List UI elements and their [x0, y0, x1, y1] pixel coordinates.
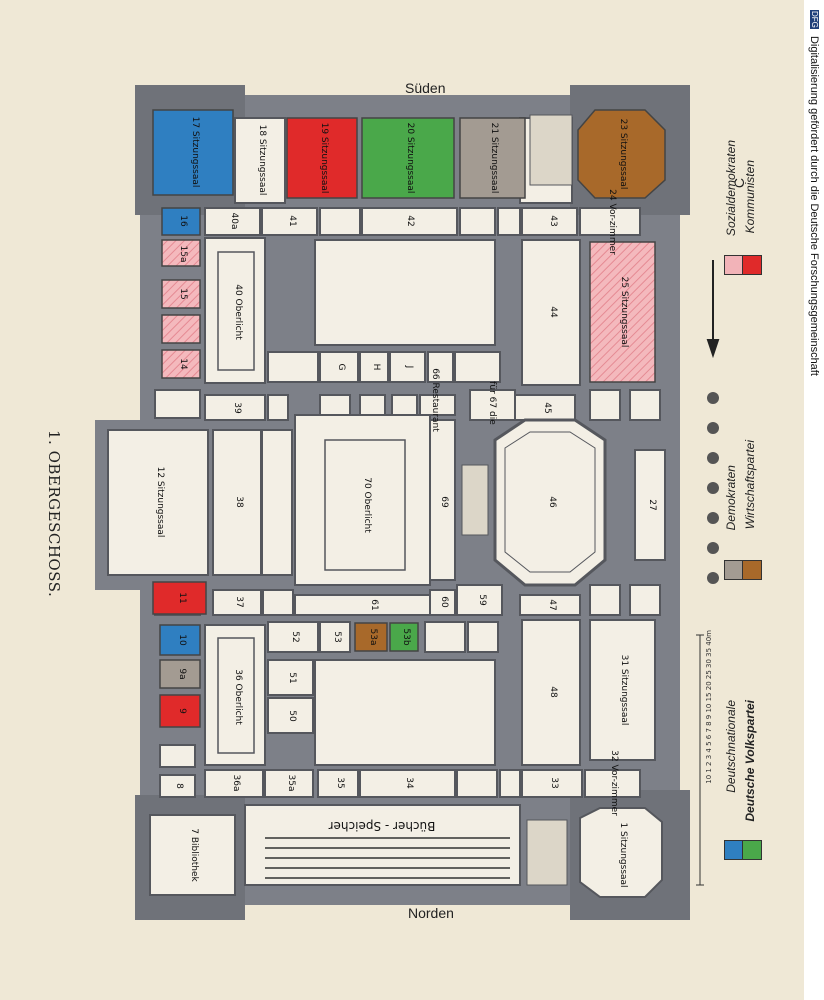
legend-swatch-demokraten	[724, 560, 744, 580]
room-46-label: 46	[547, 496, 557, 508]
compass-north: Norden	[408, 905, 454, 921]
staircases	[461, 114, 573, 886]
legend-swatch-deutschnationale	[724, 840, 744, 860]
legend-swatch-kommunisten	[742, 255, 762, 275]
room-35-label: 35	[335, 777, 345, 788]
room-18-label: 18 Sitzungssaal	[257, 125, 267, 196]
digitization-strip: DFG Digitalisierung gefördert durch die …	[804, 0, 824, 1000]
legend-label-sozialdemokraten: Sozialdemokraten	[724, 140, 738, 237]
room-G-label: G	[336, 364, 346, 371]
scale-bar	[696, 634, 704, 886]
room-39-label: 39	[232, 402, 242, 414]
room-11-label: 11	[177, 592, 187, 603]
room-35a-label: 35a	[286, 775, 296, 792]
digitization-note-container: DFG Digitalisierung gefördert durch die …	[808, 10, 820, 376]
room-53a-label: 53a	[368, 629, 378, 646]
legend-label-kommunisten: Kommunisten	[743, 160, 757, 234]
room-10-label: 10	[177, 634, 187, 646]
room-1-label: 1 Sitzungssaal	[618, 822, 628, 887]
room-36-label: 36 Oberlicht	[233, 669, 243, 725]
room-16-label: 16	[178, 215, 188, 227]
room-59-label: 59	[477, 594, 487, 606]
room-51-label: 51	[287, 672, 297, 683]
room-48-label: 48	[548, 686, 558, 698]
room-70-label: 70 Oberlicht	[362, 477, 372, 533]
room-66-label: 66 Restaurant	[430, 368, 440, 432]
room-69-label: 69	[439, 496, 449, 508]
room-17-label: 17 Sitzungssaal	[190, 117, 200, 188]
floor-plan: 17 Sitzungssaal 18 Sitzungssaal 19 Sitzu…	[95, 85, 720, 920]
compass-south: Süden	[405, 80, 446, 96]
legend-label-deutsche-volkspartei: Deutsche Volkspartei	[743, 700, 757, 822]
room-53b-label: 53b	[401, 628, 411, 645]
scale-label: 10 1 2 3 4 5 6 7 8 9 10 15 20 25 30 35 4…	[705, 630, 713, 784]
room-41-label: 41	[287, 215, 297, 226]
room-12-label: 12 Sitzungssaal	[155, 467, 165, 538]
room-25-label: 25 Sitzungssaal	[619, 277, 629, 348]
room-24-label: 24 Vor-zimmer	[607, 189, 617, 255]
room-43-label: 43	[548, 215, 558, 226]
room-45-label: 45	[542, 402, 552, 413]
room-9a-label: 9a	[177, 668, 187, 679]
book-stacks	[265, 837, 510, 879]
plan-title: 1. OBERGESCHOSS.	[45, 430, 63, 598]
room-15-label: 15	[178, 288, 188, 299]
room-H-label: H	[371, 364, 381, 371]
room-14-label: 14	[178, 358, 188, 370]
buecher-speicher-label: Bücher - Speicher	[329, 819, 436, 833]
room-19-label: 19 Sitzungssaal	[319, 123, 329, 194]
legend-swatch-deutsche-volkspartei	[742, 840, 762, 860]
legend-label-deutschnationale: Deutschnationale	[724, 700, 738, 793]
room-47-label: 47	[547, 599, 557, 610]
room-38-label: 38	[234, 496, 244, 508]
room-9-label: 9	[177, 708, 187, 714]
room-52-label: 52	[290, 631, 300, 642]
room-60-label: 60	[439, 596, 449, 608]
room-44-label: 44	[548, 306, 558, 318]
octagon-hall-46-inner	[504, 431, 596, 573]
room-27-label: 27	[647, 499, 657, 510]
room-40-label: 40 Oberlicht	[233, 284, 243, 340]
room-67-label: für 67 die	[487, 381, 497, 425]
legend-label-wirtschaftspartei: Wirtschaftspartei	[743, 440, 757, 530]
room-8-label: 8	[174, 783, 184, 789]
room-15a-label: 15a	[178, 246, 188, 263]
skylights	[217, 251, 406, 754]
party-rooms	[152, 109, 666, 728]
room-33-label: 33	[549, 777, 559, 788]
room-labels: 17 Sitzungssaal 18 Sitzungssaal 19 Sitzu…	[155, 117, 657, 888]
room-53-label: 53	[332, 631, 342, 642]
room-40a-label: 40a	[229, 213, 239, 230]
legend-swatch-wirtschaftspartei	[742, 560, 762, 580]
room-J-label: J	[404, 365, 414, 369]
room-36a-label: 36a	[231, 775, 241, 792]
room-37-label: 37	[234, 596, 244, 607]
direction-arrow	[706, 260, 720, 359]
room-42-label: 42	[405, 215, 415, 226]
octagon-hall-46	[493, 418, 607, 587]
room-61-label: 61	[369, 599, 379, 610]
legend-swatch-sozialdemokraten	[724, 255, 744, 275]
room-21-label: 21 Sitzungssaal	[489, 123, 499, 194]
legend-label-demokraten: Demokraten	[724, 465, 738, 531]
room-34-label: 34	[404, 777, 414, 789]
room-20-label: 20 Sitzungssaal	[405, 123, 415, 194]
room-23-label: 23 Sitzungssaal	[618, 119, 628, 190]
dfg-logo: DFG	[810, 10, 819, 29]
room-31-label: 31 Sitzungssaal	[619, 655, 629, 726]
room-32-label: 32 Vor-zimmer	[609, 750, 619, 816]
room-7-label: 7 Bibliothek	[189, 828, 199, 882]
octagon-room-1	[579, 807, 663, 898]
room-50-label: 50	[287, 710, 297, 722]
digitization-note: Digitalisierung gefördert durch die Deut…	[808, 35, 820, 376]
columns	[707, 392, 719, 584]
